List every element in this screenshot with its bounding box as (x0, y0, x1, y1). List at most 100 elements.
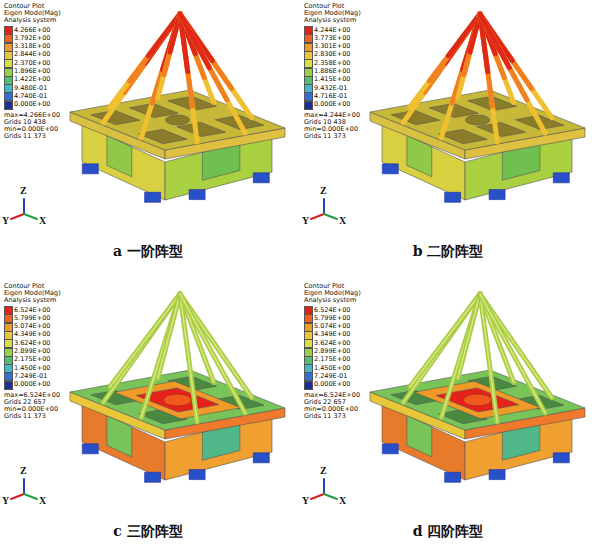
legend-header: Eigen Mode(Mag) (304, 290, 361, 297)
legend-header: Analysis system (304, 17, 356, 24)
cable (441, 294, 480, 418)
center-hole (166, 115, 190, 125)
cable-highlight (480, 294, 545, 413)
legend-value: 5.074E+00 (314, 323, 350, 330)
legend-value: 4.266E+00 (14, 27, 50, 34)
platform-opening (477, 122, 526, 136)
legend-value: 2.358E+00 (314, 60, 350, 67)
legend-value: 3.624E+00 (14, 340, 50, 347)
result-summary: Grids 11 373 (4, 133, 46, 140)
platform-opening (91, 110, 140, 124)
cable (110, 294, 180, 387)
legend-value: 3.792E+00 (14, 35, 50, 42)
legend-value: 2.370E+00 (14, 60, 50, 67)
panel-caption: a 一阶阵型 (113, 244, 183, 258)
legend-value: 4.349E+00 (314, 331, 350, 338)
cable-highlight (403, 294, 480, 403)
axis-label: Z (20, 466, 27, 476)
cable (480, 14, 545, 133)
cable (480, 14, 514, 102)
cable (403, 294, 480, 403)
legend-value: 1.422E+00 (14, 76, 50, 83)
legend-swatch (4, 101, 13, 110)
result-summary: max=6.524E+00 (304, 392, 360, 399)
cable (158, 14, 180, 98)
axis-label: Y (302, 216, 309, 226)
cable (164, 14, 180, 75)
result-summary: Grids 10 438 (304, 119, 346, 126)
axis-y (311, 214, 324, 219)
result-summary: Grids 22 657 (304, 399, 346, 406)
axis-label: Z (320, 466, 327, 476)
cable-highlight (180, 294, 245, 413)
result-summary: min=0.000E+00 (304, 126, 358, 133)
legend-value: 5.799E+00 (314, 315, 350, 322)
support-foot (489, 190, 505, 200)
legend-header: Analysis system (4, 297, 56, 304)
legend-value: 4.716E-01 (314, 93, 347, 100)
axis-label: Y (2, 496, 9, 506)
support-foot (382, 444, 398, 454)
panel-caption: b 二阶阵型 (413, 244, 484, 258)
result-summary: Grids 10 438 (4, 119, 46, 126)
center-hole (164, 394, 192, 406)
legend-header: Eigen Mode(Mag) (4, 10, 61, 17)
cable-highlight (110, 294, 180, 387)
support-foot (189, 190, 205, 200)
cable-highlight (410, 294, 480, 387)
center-hole (466, 115, 490, 125)
axis-z (23, 479, 25, 494)
cable (410, 294, 480, 387)
panel-caption: d 四阶阵型 (413, 524, 484, 538)
legend-value: 0.000E+00 (314, 381, 350, 388)
legend-value: 0.000E+00 (14, 381, 50, 388)
legend-value: 0.000E+00 (314, 101, 350, 108)
legend-swatch (304, 101, 313, 110)
legend-value: 2.830E+00 (314, 51, 350, 58)
cable (480, 14, 527, 100)
legend-value: 6.524E+00 (314, 307, 350, 314)
cable-highlight (141, 294, 180, 418)
cable (464, 14, 480, 75)
axis-x (324, 214, 337, 219)
legend-value: 2.899E+00 (14, 348, 50, 355)
legend-value: 1.886E+00 (314, 68, 350, 75)
panel-caption: c 三阶阵型 (113, 524, 182, 538)
legend-header: Contour Plot (4, 3, 44, 10)
axis-label: X (39, 216, 46, 226)
legend-header: Contour Plot (4, 283, 44, 290)
result-summary: min=0.000E+00 (4, 406, 58, 413)
axis-label: Y (302, 496, 309, 506)
legend-value: 9.432E-01 (314, 85, 347, 92)
legend-value: 5.074E+00 (14, 323, 50, 330)
legend-value: 2.899E+00 (314, 348, 350, 355)
cable (158, 294, 180, 378)
cable (146, 14, 181, 63)
support-foot (82, 444, 98, 454)
axis-y (11, 494, 24, 499)
deformation-zone (414, 381, 541, 419)
support-foot (145, 192, 161, 202)
legend-value: 1.450E+00 (314, 365, 350, 372)
support-foot (489, 470, 505, 480)
cable (180, 14, 214, 102)
legend-value: 2.175E+00 (314, 356, 350, 363)
result-summary: max=4.266E+00 (4, 112, 60, 119)
cable (441, 14, 480, 138)
cable-highlight (441, 294, 480, 418)
axis-z (323, 479, 325, 494)
legend-value: 9.480E-01 (14, 85, 47, 92)
axis-x (324, 494, 337, 499)
cable (180, 14, 252, 118)
support-foot (253, 173, 269, 183)
axis-label: X (339, 216, 346, 226)
support-foot (445, 472, 461, 482)
cable (403, 14, 480, 123)
legend-value: 1.450E+00 (14, 365, 50, 372)
support-foot (189, 470, 205, 480)
legend-value: 6.524E+00 (14, 307, 50, 314)
legend-header: Eigen Mode(Mag) (304, 10, 361, 17)
cable-highlight (458, 294, 480, 378)
cable (446, 14, 481, 63)
axis-label: X (339, 496, 346, 506)
